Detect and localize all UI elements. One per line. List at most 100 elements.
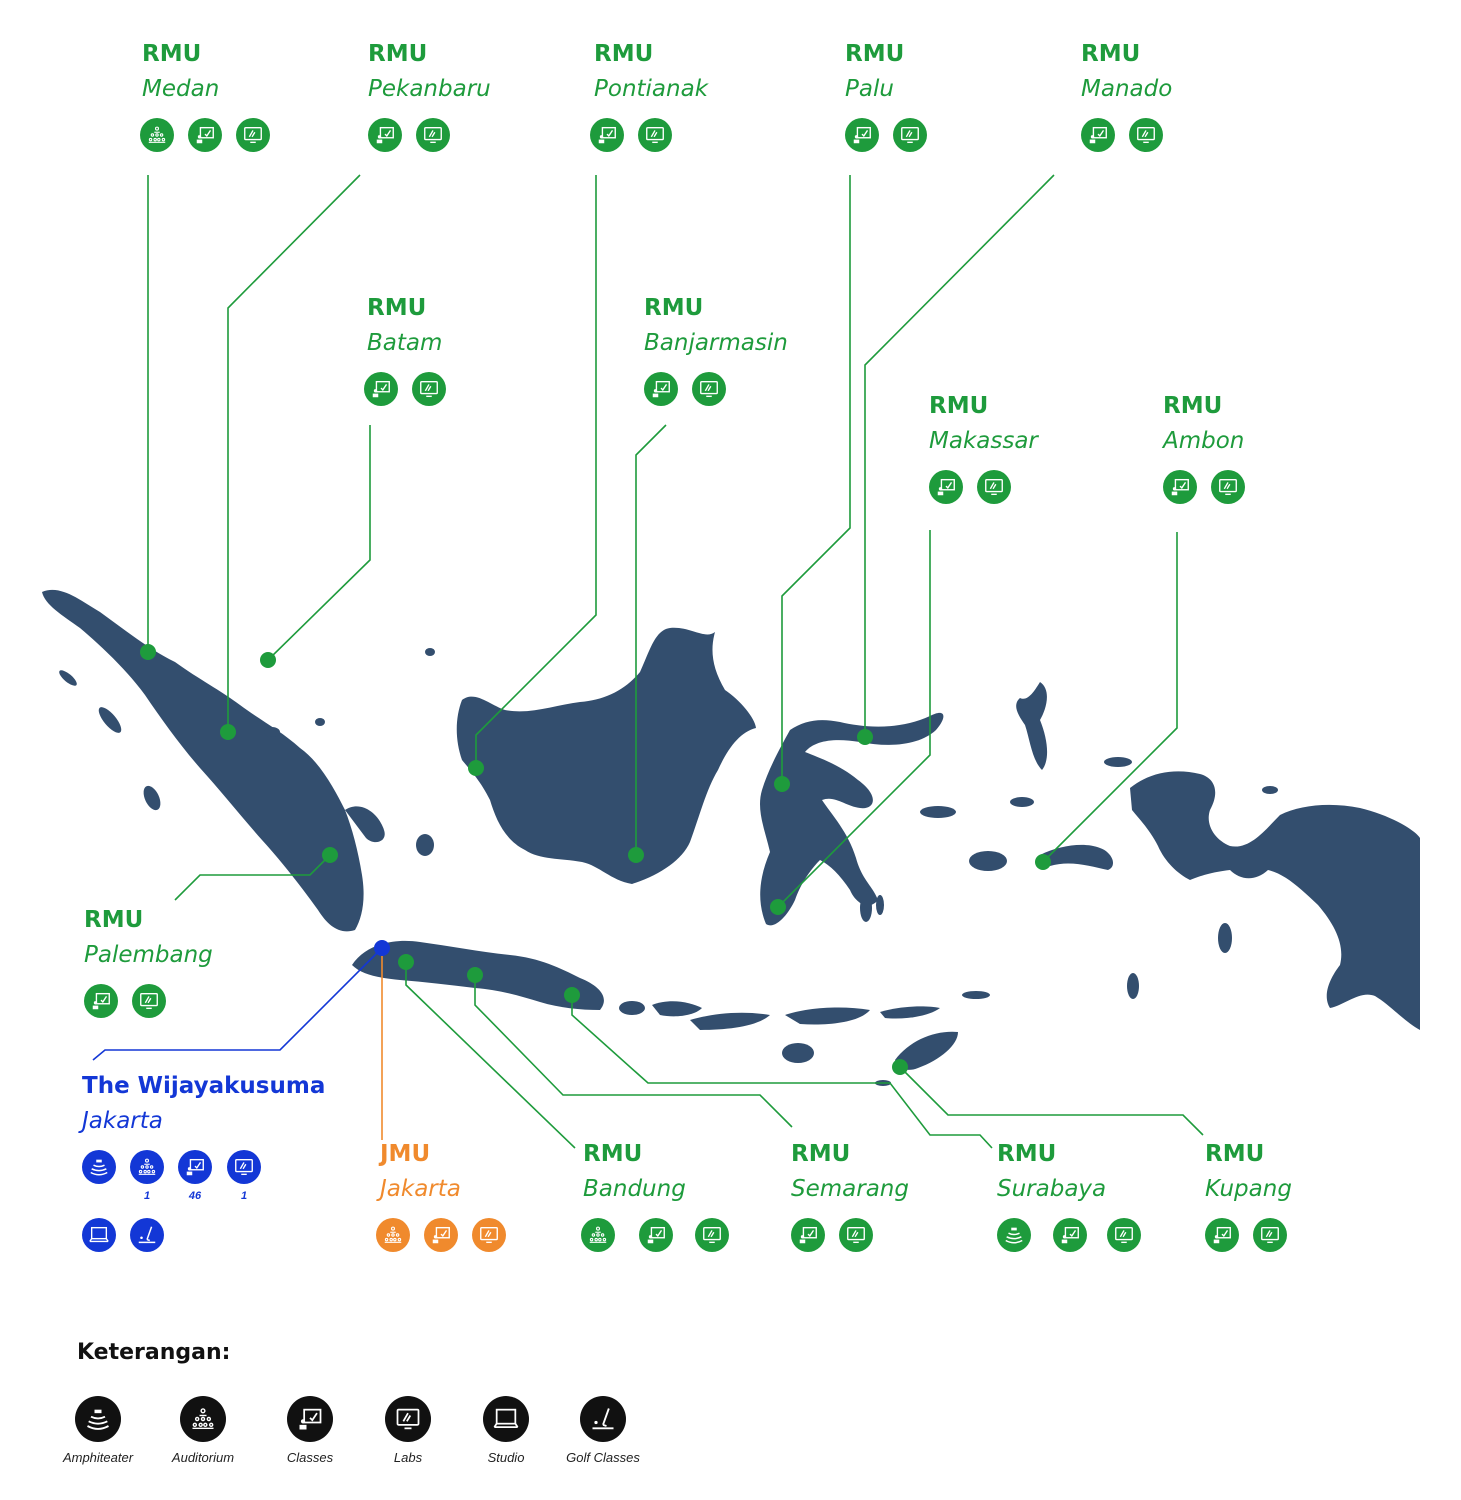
legend-label: Golf Classes: [566, 1450, 640, 1465]
dot-makassar[interactable]: [770, 899, 786, 915]
classes-icon: [84, 984, 118, 1018]
facility-icons: [590, 118, 914, 154]
location-title: RMU: [367, 295, 427, 321]
island-papua: [1130, 771, 1420, 1030]
facility-icons: [1163, 470, 1461, 506]
dot-bandung[interactable]: [398, 954, 414, 970]
location-title: RMU: [368, 41, 428, 67]
classes-icon: [178, 1150, 212, 1184]
labs-icon: [416, 118, 450, 152]
line-semarang: [474, 975, 793, 1128]
classes-icon: [590, 118, 624, 152]
line-palembang: [174, 854, 331, 901]
dot-pontianak[interactable]: [468, 760, 484, 776]
labs-icon: [236, 118, 270, 152]
legend-label: Classes: [286, 1450, 334, 1465]
dot-wijayakusuma[interactable]: [374, 940, 390, 956]
studio-icon: [483, 1396, 529, 1442]
line-banjarmasin: [635, 424, 667, 855]
dot-medan[interactable]: [140, 644, 156, 660]
dot-palembang[interactable]: [322, 847, 338, 863]
legend-label: Labs: [393, 1450, 423, 1465]
legend-title: Keterangan:: [77, 1340, 231, 1365]
facility-count: 46: [188, 1190, 202, 1202]
location-medan[interactable]: RMU Medan: [140, 40, 462, 154]
location-title: RMU: [791, 1141, 851, 1167]
location-dots: [140, 644, 1051, 1075]
labs-icon: [977, 470, 1011, 504]
labs-icon: [412, 372, 446, 406]
dot-ambon[interactable]: [1035, 854, 1051, 870]
line-makassar: [777, 530, 931, 908]
auditorium-icon: [376, 1218, 410, 1252]
labs-icon: [1129, 118, 1163, 152]
classes-icon: [368, 118, 402, 152]
location-title: RMU: [142, 41, 202, 67]
location-city: Kupang: [1205, 1176, 1292, 1202]
location-city: Medan: [142, 76, 220, 102]
facility-icons: [644, 372, 964, 408]
location-city: Banjarmasin: [644, 330, 788, 356]
location-palembang[interactable]: RMU Palembang: [84, 906, 404, 1020]
amphiteater-icon: [997, 1218, 1031, 1252]
location-title: RMU: [845, 41, 905, 67]
auditorium-icon: [130, 1150, 164, 1184]
classes-icon: [1053, 1218, 1087, 1252]
classes-icon: [1163, 470, 1197, 504]
classes-icon: [845, 118, 879, 152]
auditorium-icon: [180, 1396, 226, 1442]
facility-icons: [581, 1218, 903, 1254]
legend-item: Classes: [250, 1396, 370, 1465]
legend-label: Auditorium: [171, 1450, 235, 1465]
labs-icon: [1107, 1218, 1141, 1252]
legend-item: Labs: [348, 1396, 468, 1465]
line-ambon: [1042, 532, 1178, 863]
location-title: RMU: [1163, 393, 1223, 419]
dot-manado[interactable]: [857, 729, 873, 745]
legend-item: Studio: [446, 1396, 566, 1465]
location-city: Jakarta: [82, 1108, 163, 1134]
line-manado: [864, 174, 1055, 737]
classes-icon: [929, 470, 963, 504]
line-pekanbaru: [227, 174, 361, 732]
location-city: Ambon: [1163, 428, 1245, 454]
labs-icon: [472, 1218, 506, 1252]
facility-count: 1: [240, 1190, 248, 1202]
dot-surabaya[interactable]: [564, 987, 580, 1003]
dot-palu[interactable]: [774, 776, 790, 792]
location-semarang[interactable]: RMU Semarang: [791, 1140, 1111, 1254]
legend-label: Amphiteater: [62, 1450, 134, 1465]
studio-icon: [82, 1218, 116, 1252]
golf-classes-icon: [130, 1218, 164, 1252]
dot-pekanbaru[interactable]: [220, 724, 236, 740]
legend-item: Golf Classes: [543, 1396, 663, 1465]
dot-batam[interactable]: [260, 652, 276, 668]
location-ambon[interactable]: RMU Ambon: [1163, 392, 1461, 506]
location-city: Makassar: [929, 428, 1038, 454]
location-city: Palembang: [84, 942, 213, 968]
dot-banjarmasin[interactable]: [628, 847, 644, 863]
labs-icon: [839, 1218, 873, 1252]
classes-icon: [364, 372, 398, 406]
location-city: Semarang: [791, 1176, 909, 1202]
facility-icons: [376, 1218, 700, 1254]
dot-semarang[interactable]: [467, 967, 483, 983]
dot-kupang[interactable]: [892, 1059, 908, 1075]
facility-icons: [997, 1218, 1317, 1254]
location-makassar[interactable]: RMU Makassar: [929, 392, 1249, 506]
line-wijayakusuma: [92, 947, 383, 1061]
labs-icon: [1211, 470, 1245, 504]
location-title: RMU: [594, 41, 654, 67]
location-title: RMU: [84, 907, 144, 933]
